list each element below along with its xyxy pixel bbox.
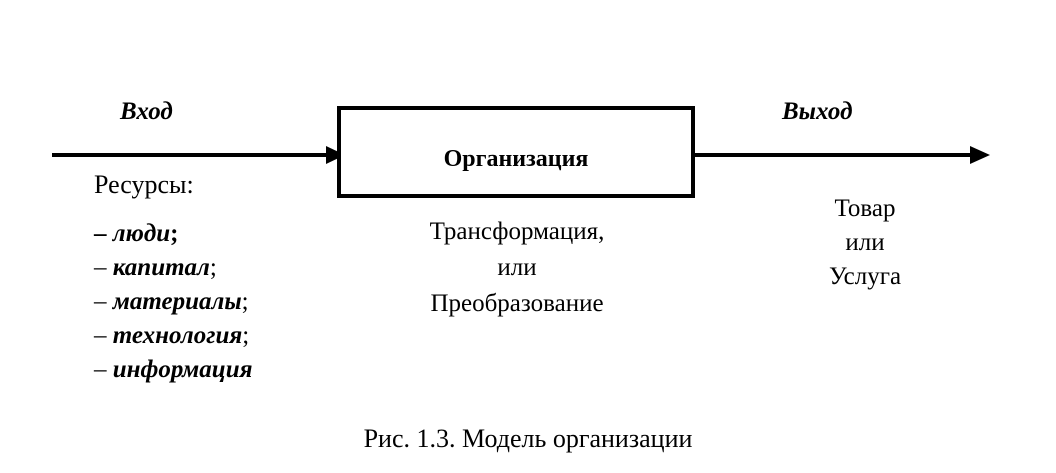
resources-list: – люди; – капитал; – материалы; – технол… <box>94 217 253 387</box>
process-line: Трансформация, <box>429 218 605 245</box>
output-arrowhead <box>970 146 990 164</box>
resource-item: – материалы; <box>94 288 249 315</box>
input-arrowhead <box>326 146 345 164</box>
organization-box-title: Организация <box>443 146 589 172</box>
output-line: Услуга <box>828 263 902 290</box>
process-description: Трансформация, или Преобразование <box>400 214 634 322</box>
output-line: Товар <box>834 195 896 222</box>
resource-item: – технология; <box>94 322 250 349</box>
organization-box: Организация <box>337 106 695 198</box>
output-label: Выход <box>782 98 853 125</box>
resource-item: – информация <box>94 356 253 383</box>
resource-item: – капитал; <box>94 254 217 281</box>
output-line: или <box>845 229 885 256</box>
resources-title: Ресурсы: <box>94 170 194 199</box>
resource-item: – люди; <box>94 220 179 247</box>
input-label: Вход <box>120 98 173 125</box>
process-line: или <box>497 254 537 281</box>
output-description: Товар или Услуга <box>790 192 940 294</box>
process-line: Преобразование <box>430 290 604 317</box>
figure-caption: Рис. 1.3. Модель организации <box>363 424 693 453</box>
